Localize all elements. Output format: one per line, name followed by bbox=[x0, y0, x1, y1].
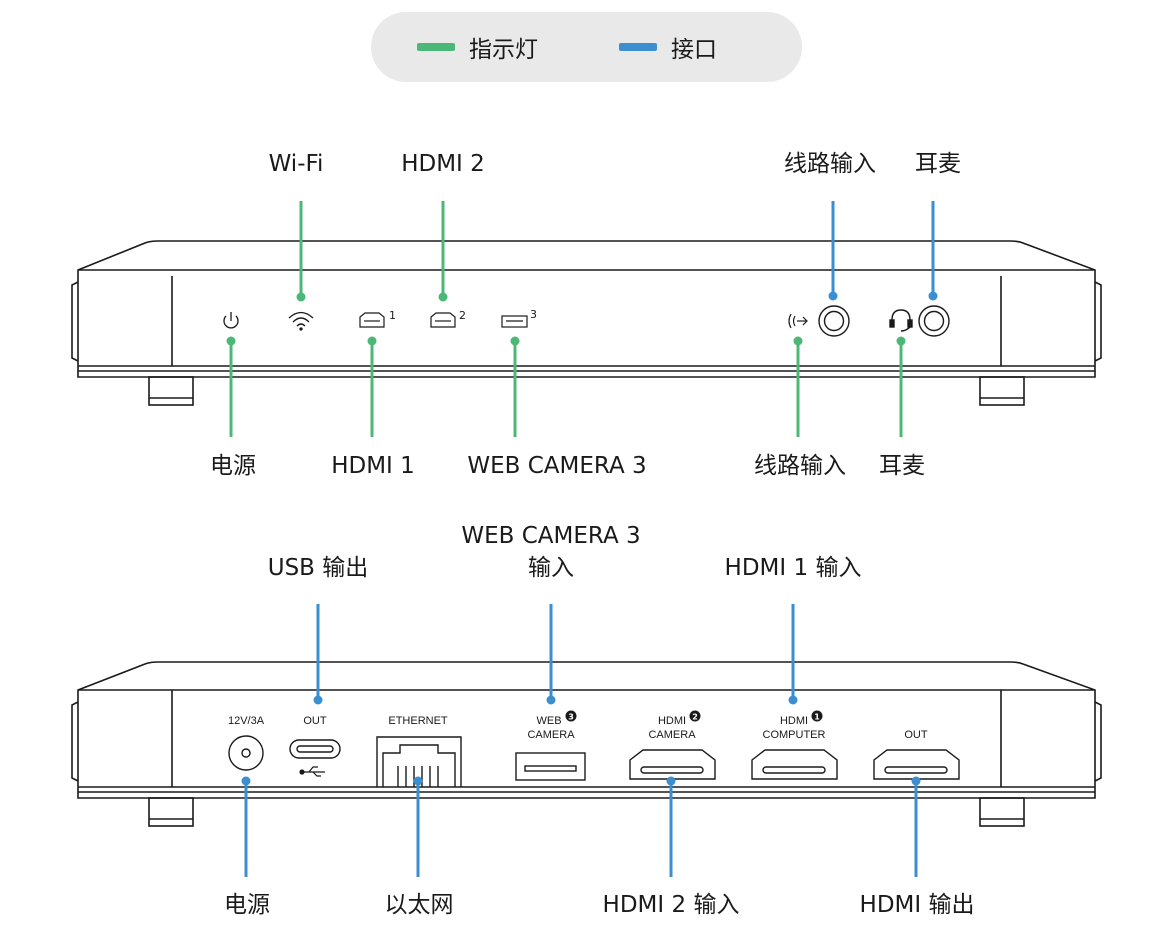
hdmi2-num-badge bbox=[689, 710, 701, 722]
label-hdmi2: HDMI 2 bbox=[401, 151, 485, 177]
hdmi1-icon-number: 1 bbox=[389, 309, 396, 322]
label-line-in-indicator: 线路输入 bbox=[754, 453, 846, 479]
hdmi1-port-text-2: COMPUTER bbox=[763, 729, 826, 741]
webcam-num: 3 bbox=[568, 713, 574, 722]
hdmi2-icon bbox=[430, 312, 456, 328]
port-swatch bbox=[619, 43, 657, 51]
label-line-in-port: 线路输入 bbox=[784, 151, 876, 177]
label-hdmi-out: HDMI 输出 bbox=[859, 892, 975, 918]
label-wifi: Wi-Fi bbox=[268, 151, 324, 177]
webcam-num-badge bbox=[565, 710, 577, 722]
power-jack[interactable] bbox=[228, 735, 264, 771]
label-usb-out: USB 输出 bbox=[267, 555, 369, 581]
webcam-port-text-2: CAMERA bbox=[527, 729, 575, 741]
front-device bbox=[71, 240, 1102, 406]
hdmi2-in-port[interactable] bbox=[629, 749, 716, 780]
hdmi1-port-text-1: HDMI bbox=[780, 715, 808, 727]
legend-port: 接口 bbox=[619, 12, 717, 82]
webcam-usb-port[interactable] bbox=[515, 752, 586, 781]
power-port-text: 12V/3A bbox=[228, 715, 265, 727]
hdmi-out-port[interactable] bbox=[873, 749, 960, 780]
legend-indicator-label: 指示灯 bbox=[469, 37, 538, 63]
label-webcam3: WEB CAMERA 3 bbox=[467, 453, 647, 479]
legend: 指示灯 接口 bbox=[371, 12, 802, 82]
hdmi2-num: 2 bbox=[692, 713, 698, 722]
label-webcam3-in-1: WEB CAMERA 3 bbox=[461, 523, 641, 549]
power-icon bbox=[223, 312, 239, 329]
label-hdmi2-in: HDMI 2 输入 bbox=[602, 892, 740, 918]
label-webcam3-in-2: 输入 bbox=[528, 555, 574, 581]
label-hdmi1: HDMI 1 bbox=[331, 453, 415, 479]
label-power-indicator: 电源 bbox=[210, 453, 256, 479]
line-in-jack[interactable] bbox=[818, 305, 850, 337]
line-in-icon bbox=[788, 313, 808, 329]
label-power-port: 电源 bbox=[224, 892, 270, 918]
wifi-icon bbox=[288, 311, 314, 331]
usb-c-port[interactable] bbox=[289, 739, 341, 759]
usb-port-text: OUT bbox=[303, 715, 327, 727]
label-ethernet: 以太网 bbox=[384, 892, 454, 918]
legend-indicator: 指示灯 bbox=[417, 12, 538, 82]
usb-icon bbox=[299, 766, 325, 777]
webcam3-icon-number: 3 bbox=[530, 308, 537, 321]
hdmi2-port-text-2: CAMERA bbox=[648, 729, 696, 741]
rear-callouts bbox=[241, 604, 921, 877]
ethernet-port[interactable] bbox=[376, 736, 462, 787]
label-headset-indicator: 耳麦 bbox=[879, 453, 925, 479]
hdmiout-port-text: OUT bbox=[904, 729, 928, 741]
webcam-port-text-1: WEB bbox=[536, 715, 561, 727]
hdmi1-in-port[interactable] bbox=[751, 749, 838, 780]
headset-icon bbox=[889, 309, 913, 332]
indicator-swatch bbox=[417, 43, 455, 51]
label-hdmi1-in: HDMI 1 输入 bbox=[724, 555, 862, 581]
hdmi2-icon-number: 2 bbox=[459, 309, 466, 322]
label-headset-port: 耳麦 bbox=[915, 151, 961, 177]
hdmi2-port-text-1: HDMI bbox=[658, 715, 686, 727]
ethernet-port-text: ETHERNET bbox=[388, 715, 448, 727]
hdmi1-num-badge bbox=[811, 710, 823, 722]
hdmi1-num: 1 bbox=[814, 713, 820, 722]
front-callouts bbox=[226, 201, 938, 437]
hdmi1-icon bbox=[359, 312, 385, 328]
legend-port-label: 接口 bbox=[671, 37, 717, 63]
headset-jack[interactable] bbox=[918, 305, 950, 337]
webcam3-icon bbox=[501, 315, 528, 328]
rear-device bbox=[71, 661, 1102, 827]
